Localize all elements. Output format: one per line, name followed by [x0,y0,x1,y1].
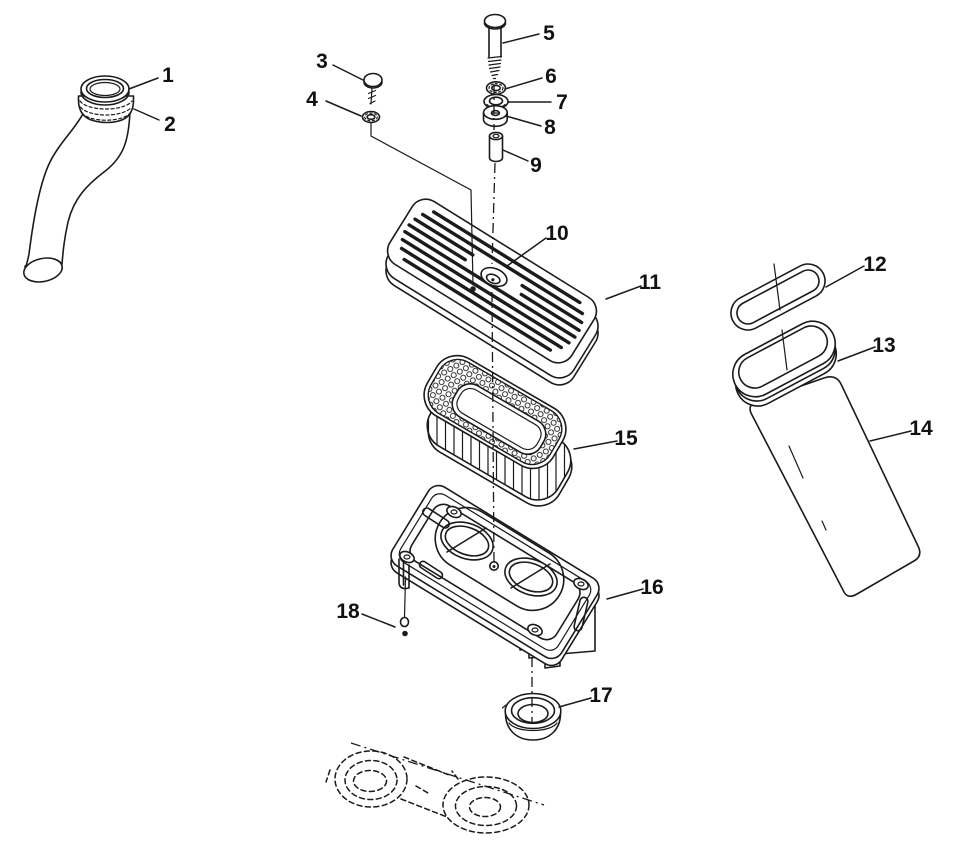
washer-7-hole [488,96,504,106]
grommet-notch [501,704,507,709]
duct-axis-line [773,263,788,371]
inlet-rim-inner2 [89,81,121,97]
callout-9-label: 9 [530,154,542,177]
sleeve-9-hole [492,133,500,139]
callout-2-label: 2 [164,113,176,136]
callout-6-label: 6 [545,65,557,88]
screw-washer [361,110,381,124]
duct-body-left-edge [24,111,85,269]
airbox-base [390,484,600,669]
filter-opening-inner-line [456,387,542,451]
clamp-band-texture [79,100,133,121]
base-center-hole-dot [492,565,496,568]
duct-body-right-edge [61,109,131,265]
callout-11-label: 11 [639,271,662,294]
filter-opening [451,383,547,455]
screw-projection-line [370,122,474,286]
outlet-duct [730,263,921,598]
callout-13-label: 13 [872,334,895,357]
washer-4-ticks [364,112,378,122]
carburetor-outline [325,742,545,834]
duct-tube-marks [788,445,827,531]
base-flange-inner-line [398,493,592,651]
bolt-shank [488,26,502,58]
sleeve-bushing [488,131,504,163]
base-hook-latch [398,558,410,590]
cover-center-hole [480,266,508,288]
base-well [409,503,581,641]
callout-7-label: 7 [556,91,568,114]
washer-6-ticks [488,82,504,93]
callout-14-label: 14 [909,417,933,440]
base-port-platform [434,506,565,612]
carb-port-rear-chord [510,563,551,589]
base-corner-bosses [399,505,589,637]
washer-6-hole [490,84,501,92]
bolt-head [483,13,507,29]
carburetor-axis-line [350,742,545,806]
callout-1-label: 1 [162,64,174,87]
grommet-lip-line [508,722,558,732]
callout-12-label: 12 [863,253,886,276]
cover-screw-hole [470,286,476,292]
callout-3-label: 3 [316,50,328,73]
filter-element [419,354,574,507]
base-flange-slots [418,507,589,632]
callout-10-label: 10 [545,222,568,245]
assembly-axis-lines [370,84,533,722]
carb-port-front-chord [446,527,487,553]
callout-5-label: 5 [543,22,555,45]
callout-labels: 1 2 3 4 5 6 7 8 9 10 11 12 13 14 15 16 1… [162,22,933,707]
washer-4-hole [366,113,376,121]
callout-16-label: 16 [640,576,663,599]
leader-lines [128,33,912,708]
intake-duct [22,75,135,283]
duct-outlet-opening [22,257,64,283]
duct-rim [732,320,838,407]
spacer [482,104,509,128]
sleeve-9-top [488,131,504,141]
screw-head-flange [363,81,383,89]
grommet [501,692,562,741]
bolt-head-flange [483,22,507,30]
screw-head [363,72,383,88]
screw-shank [367,87,377,105]
cover-screw [363,72,383,105]
callout-18-label: 18 [336,600,360,623]
grommet-bore [517,703,549,724]
callout-8-label: 8 [544,116,556,139]
lock-washer [485,81,507,96]
callout-15-label: 15 [614,427,638,450]
callout-17-label: 17 [589,684,612,707]
sleeve-9-side [488,135,504,163]
cover-bolt [483,13,507,80]
inlet-rim-inner [85,78,125,99]
callout-4-label: 4 [306,88,318,111]
drain-pin [399,576,410,637]
duct-tube-body [749,376,921,598]
bolt-threads [487,55,503,80]
inlet-rim-side [80,91,130,106]
